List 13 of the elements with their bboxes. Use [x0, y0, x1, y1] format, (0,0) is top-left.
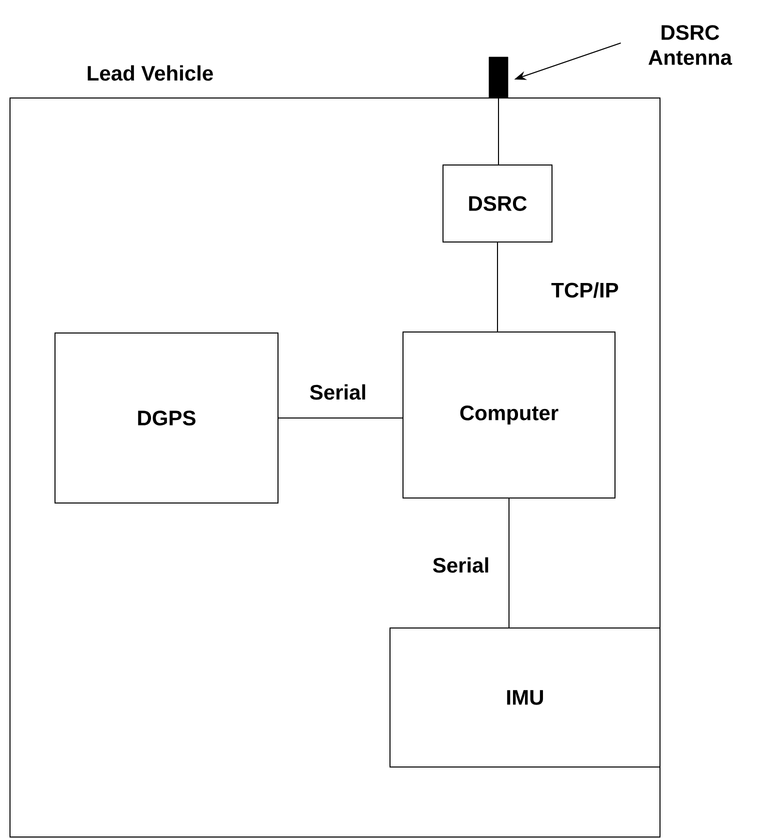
connector-line — [508, 498, 510, 628]
frame-title: Lead Vehicle — [88, 65, 213, 81]
component-box: DSRC — [442, 164, 552, 242]
antenna-block — [488, 56, 508, 98]
edge-label: Serial — [431, 556, 491, 574]
component-box: IMU — [390, 628, 660, 768]
antenna-label: DSRC Antenna — [648, 25, 732, 65]
connector-line — [497, 242, 498, 332]
component-box: Computer — [402, 332, 616, 498]
component-box: DGPS — [54, 332, 278, 504]
edge-label: TCP/IP — [550, 281, 620, 299]
edge-label: Serial — [308, 383, 368, 401]
connector-line — [498, 98, 499, 165]
